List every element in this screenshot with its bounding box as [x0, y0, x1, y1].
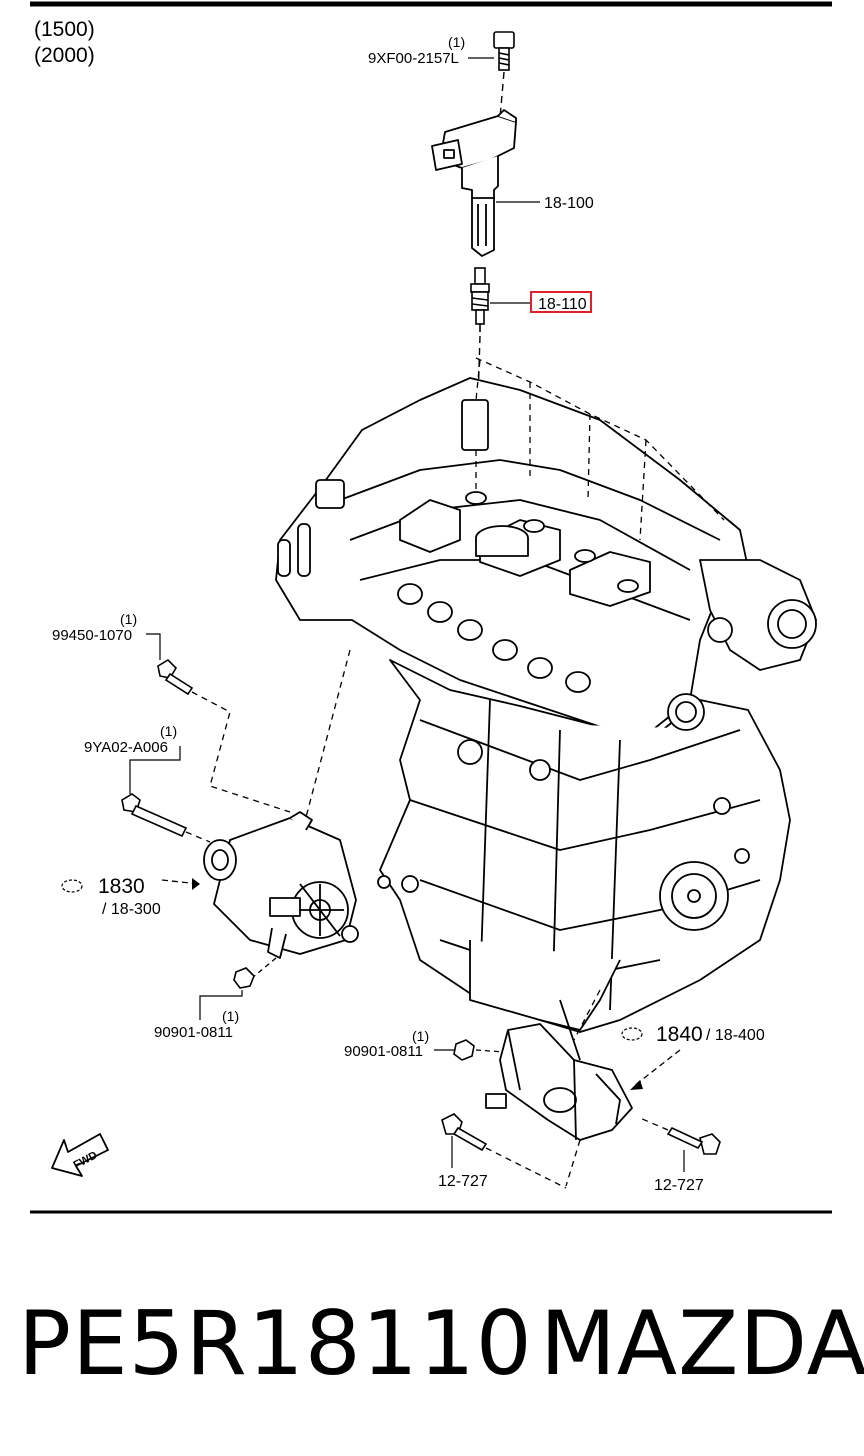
nut-alt-qty: (1) — [222, 1008, 239, 1024]
starter-fig: 1840 — [656, 1023, 703, 1046]
starter-ref: / 18-400 — [706, 1027, 765, 1044]
bolt-starter-left-code: 12-727 — [438, 1173, 488, 1190]
starter-fig-icon — [621, 1027, 643, 1041]
footer-brand: MAZDA — [540, 1292, 864, 1395]
ignition-coil-drawing[interactable] — [431, 109, 517, 257]
fwd-arrow-icon — [51, 1133, 109, 1177]
nut-alt-code: 90901-0811 — [154, 1024, 233, 1041]
variant-1500: (1500) — [34, 18, 95, 41]
bolt-alt-lower-drawing[interactable] — [121, 793, 188, 838]
footer-part-number: PE5R18110 — [18, 1292, 533, 1395]
bolt-top-axis — [499, 71, 505, 119]
bolt-alt-upper-code: 99450-1070 — [52, 627, 132, 644]
variant-2000: (2000) — [34, 44, 95, 67]
spark-plug-highlight — [530, 291, 592, 313]
spark-plug-code: 18-110 — [538, 296, 587, 313]
nut-starter-drawing[interactable] — [453, 1039, 475, 1061]
bolt-alt-lower-code: 9YA02-A006 — [84, 739, 168, 756]
projection-lines — [475, 357, 725, 541]
bolt-alt-upper-qty: (1) — [120, 611, 137, 627]
alternator-ref: / 18-300 — [102, 901, 161, 918]
bolt-top-drawing[interactable] — [493, 31, 515, 71]
coil-code: 18-100 — [544, 195, 594, 212]
bolt-starter-left-drawing[interactable] — [441, 1113, 488, 1152]
bolt-top-qty: (1) — [448, 34, 465, 50]
starter-drawing[interactable] — [485, 999, 633, 1141]
bolt-alt-upper-drawing[interactable] — [157, 658, 194, 696]
alternator-drawing[interactable] — [203, 811, 359, 959]
nut-starter-code: 90901-0811 — [344, 1043, 423, 1060]
alternator-fig: 1830 — [98, 875, 145, 898]
bolt-starter-right-drawing[interactable] — [666, 1126, 721, 1155]
bolt-alt-lower-qty: (1) — [160, 723, 177, 739]
spark-plug-drawing[interactable] — [470, 267, 490, 332]
bolt-starter-right-code: 12-727 — [654, 1177, 704, 1194]
nut-alt-drawing[interactable] — [233, 967, 255, 989]
nut-starter-qty: (1) — [412, 1028, 429, 1044]
alternator-fig-icon — [61, 879, 83, 893]
engine-block-drawing[interactable] — [275, 377, 817, 1033]
bolt-top-code: 9XF00-2157L — [368, 50, 459, 67]
